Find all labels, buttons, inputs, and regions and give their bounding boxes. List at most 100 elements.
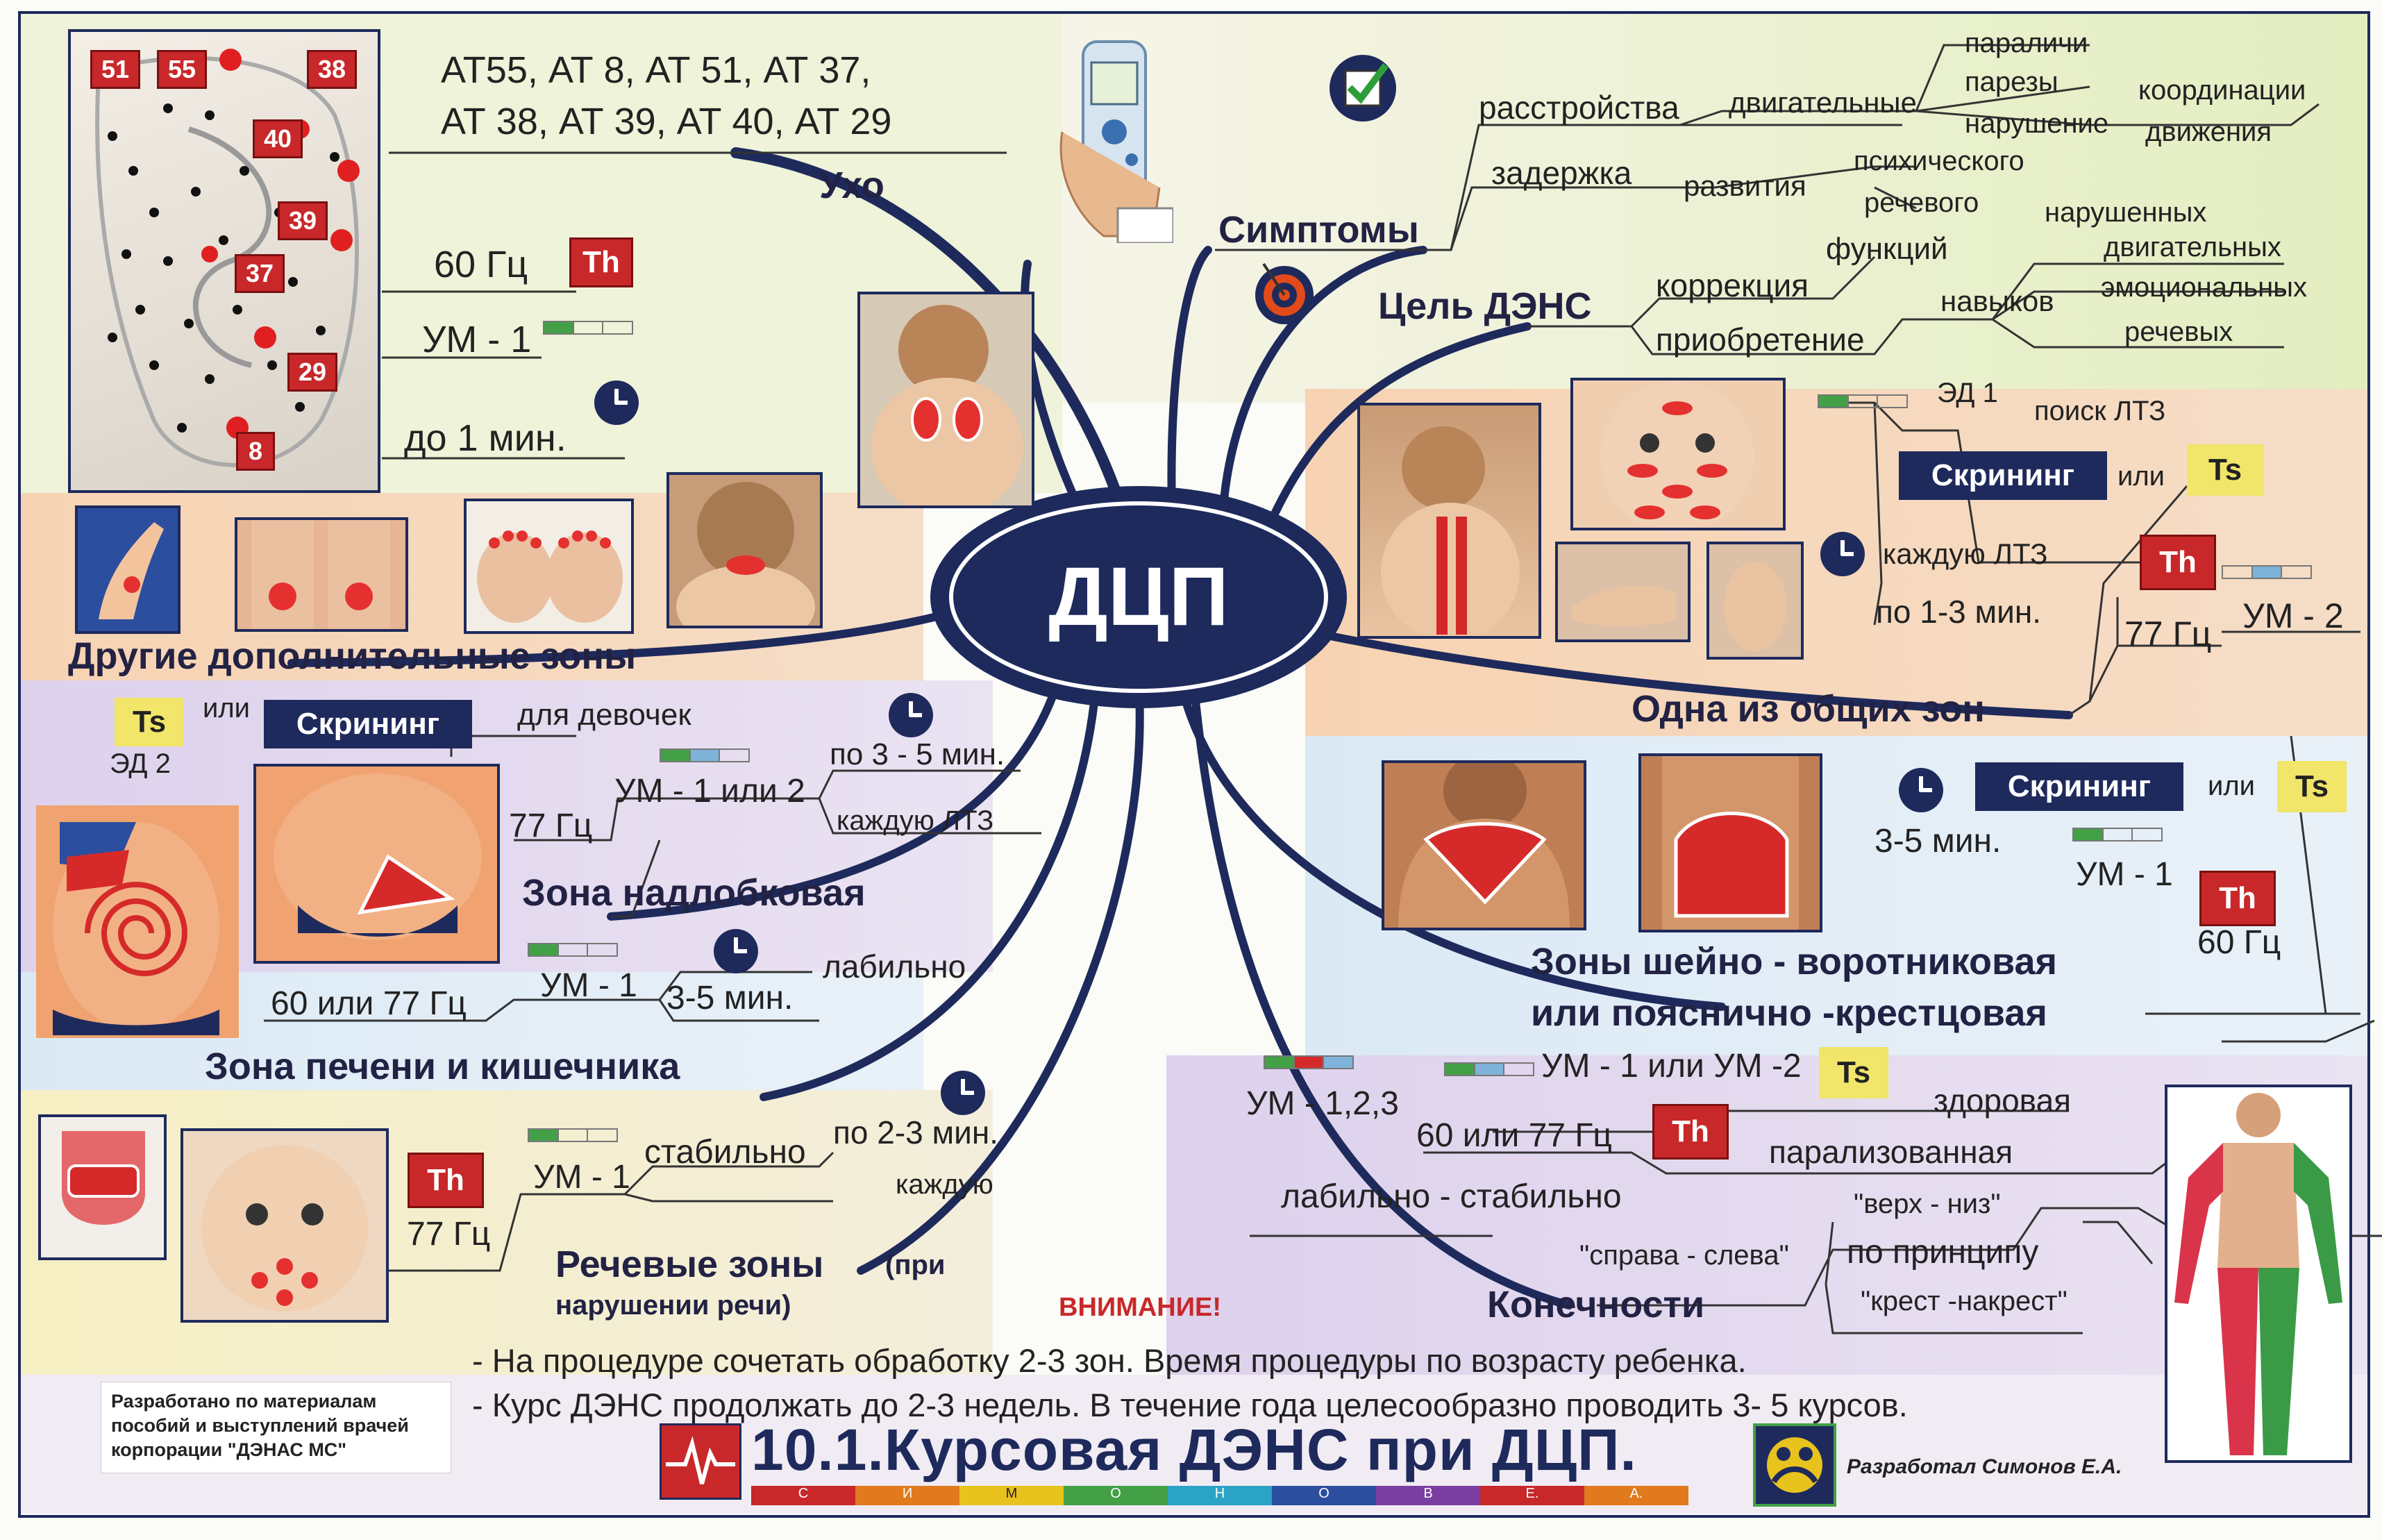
liver-labile: лабильно	[823, 948, 966, 985]
neck-collar-photo	[1382, 760, 1586, 930]
supra-freq: 77 Гц	[509, 807, 593, 844]
ear-map-image: 51 55 38 40 39 37 29 8	[68, 29, 380, 493]
supra-ts-label: Ts	[115, 698, 184, 746]
ear-marker-8: 8	[236, 432, 275, 471]
baby-face-points-photo	[1570, 378, 1786, 530]
ear-electrode-th: Th	[569, 237, 633, 287]
general-ed-meter	[1818, 394, 1908, 408]
limbs-right-left: "справа - слева"	[1579, 1240, 1789, 1271]
general-clock-icon	[1820, 532, 1865, 576]
symptoms-paresis: парезы	[1965, 67, 2058, 97]
ear-marker-37: 37	[235, 254, 285, 293]
supra-mode-meter	[660, 748, 750, 762]
liver-freq: 60 или 77 Гц	[271, 985, 467, 1022]
symptoms-development: развития	[1684, 169, 1806, 202]
other-zones-title: Другие дополнительные зоны	[68, 635, 637, 677]
symptoms-coordination: координации	[2138, 75, 2306, 106]
limbs-cross: "крест -накрест"	[1861, 1286, 2068, 1316]
liver-title: Зона печени и кишечника	[205, 1046, 680, 1087]
palms-photo	[464, 499, 634, 634]
symptoms-motor: двигательные	[1729, 86, 1917, 119]
goal-acquisition: приобретение	[1656, 321, 1865, 358]
symptoms-title: Симптомы	[1218, 209, 1419, 251]
heart-ecg-icon	[660, 1423, 741, 1500]
ear-points-line1: АТ55, АТ 8, АТ 51, АТ 37,	[441, 49, 871, 91]
general-ts-label: Ts	[2187, 444, 2263, 496]
general-mode: УМ - 2	[2242, 596, 2344, 635]
knees-photo	[235, 517, 408, 632]
speech-mode: УМ - 1	[533, 1159, 630, 1196]
footer-letter: Е.	[1480, 1486, 1584, 1505]
attention-line2: - Курс ДЭНС продолжать до 2-3 недель. В …	[472, 1387, 1908, 1423]
family-logo-icon	[1753, 1423, 1836, 1507]
footer-letter: В	[1376, 1486, 1480, 1505]
limbs-ts-label: Ts	[1819, 1047, 1888, 1098]
ear-marker-40: 40	[253, 119, 303, 158]
human-body-figure	[2165, 1085, 2352, 1463]
supra-clock-icon	[889, 693, 933, 737]
supra-screening-label: Скрининг	[264, 700, 472, 748]
goal-functions: функций	[1826, 232, 1948, 266]
general-mode-meter	[2222, 565, 2312, 579]
symptoms-speech: речевого	[1864, 187, 1979, 218]
footer-author: Разработал Симонов Е.А.	[1847, 1455, 2122, 1478]
tongue-photo	[38, 1114, 167, 1260]
supra-time: по 3 - 5 мин.	[830, 737, 1005, 771]
lumbar-sacral-photo	[1638, 753, 1822, 932]
speech-stable: стабильно	[644, 1134, 806, 1171]
general-th-label: Th	[2140, 535, 2216, 590]
speech-time: по 2-3 мин.	[833, 1114, 999, 1150]
abdomen-spiral-photo	[36, 805, 239, 1038]
hips-zone-photo	[253, 764, 500, 964]
neck-th-label: Th	[2199, 871, 2276, 926]
neck-time: 3-5 мин.	[1874, 823, 2002, 860]
ear-time: до 1 мин.	[404, 417, 567, 459]
general-zone-title: Одна из общих зон	[1632, 688, 1985, 730]
general-ed: ЭД 1	[1937, 378, 1998, 408]
goal-speech: речевых	[2124, 317, 2233, 347]
footer-letter: О	[1272, 1486, 1376, 1505]
ear-branch-title: Ухо	[819, 165, 884, 206]
footer-letters-bar: С И М О Н О В Е. А.	[751, 1486, 1688, 1505]
target-icon	[1250, 257, 1319, 326]
general-screening-label: Скрининг	[1899, 451, 2107, 500]
attention-title: ВНИМАНИЕ!	[1059, 1293, 1222, 1322]
symptoms-impairment: нарушение	[1965, 108, 2109, 139]
speech-clock-icon	[941, 1071, 985, 1115]
ear-mode-meter	[543, 321, 633, 335]
general-or: или	[2117, 461, 2165, 492]
goal-skills: навыков	[1940, 285, 2054, 317]
symptoms-movement: движения	[2145, 117, 2272, 147]
baby-hand-photo	[1555, 542, 1691, 642]
footer-letter: О	[1064, 1486, 1168, 1505]
baby-spine-photo	[1357, 403, 1541, 639]
baby-foot-photo	[1706, 542, 1804, 660]
footer-title: 10.1.Курсовая ДЭНС при ДЦП.	[751, 1417, 1637, 1482]
goal-title: Цель ДЭНС	[1378, 285, 1592, 327]
ear-mode: УМ - 1	[422, 319, 532, 360]
footer-letter: А.	[1584, 1486, 1688, 1505]
hand-gesture-photo	[75, 505, 181, 634]
general-search: поиск ЛТЗ	[2034, 396, 2166, 426]
ear-clock-icon	[594, 380, 639, 425]
supra-ed: ЭД 2	[110, 748, 171, 779]
liver-mode: УМ - 1	[540, 967, 637, 1004]
credit-text: Разработано по материалам пособий и выст…	[111, 1391, 409, 1460]
neck-or: или	[2208, 771, 2256, 801]
goal-emotional: эмоциональных	[2101, 272, 2308, 303]
supra-each: каждую ЛТЗ	[837, 805, 994, 836]
limbs-healthy: здоровая	[1934, 1082, 2072, 1119]
limbs-paralyzed: парализованная	[1769, 1134, 2013, 1170]
liver-clock-icon	[714, 929, 758, 973]
ear-points-line2: АТ 38, АТ 39, АТ 40, АТ 29	[441, 101, 892, 142]
center-title: ДЦП	[1048, 550, 1229, 643]
supra-or: или	[203, 693, 251, 723]
attention-line1: - На процедуре сочетать обработку 2-3 зо…	[472, 1342, 1747, 1379]
credit-box: Разработано по материалам пособий и выст…	[101, 1382, 451, 1473]
limbs-modes-meter	[1264, 1055, 1354, 1069]
dens-device-image	[1048, 35, 1175, 244]
limbs-th-label: Th	[1652, 1104, 1729, 1160]
general-time: по 1-3 мин.	[1876, 594, 2042, 630]
limbs-principle: по принципу	[1847, 1234, 2039, 1271]
